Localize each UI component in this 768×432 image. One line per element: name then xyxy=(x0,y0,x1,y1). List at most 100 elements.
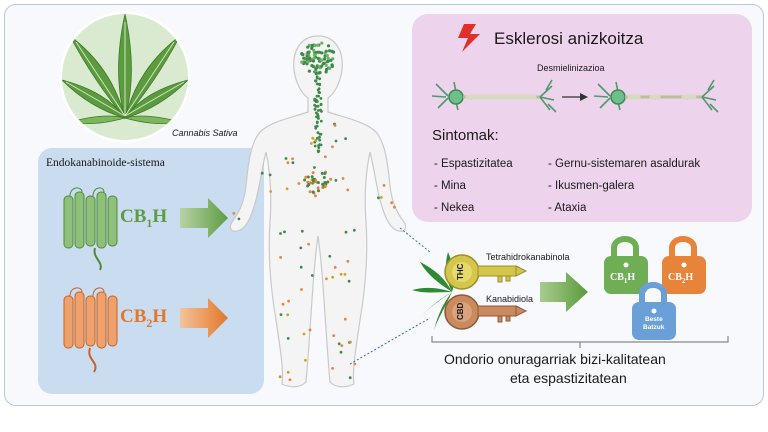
cb1-receptor-protein xyxy=(63,187,118,271)
receptor-dot xyxy=(287,299,290,303)
receptor-dot xyxy=(232,212,236,215)
receptor-dot xyxy=(339,272,343,276)
cb1-lock-sub: 1 xyxy=(623,277,628,285)
cb1-lock-label: CB1H xyxy=(610,272,635,285)
receptor-dot xyxy=(286,370,290,374)
brain-dot xyxy=(320,64,324,68)
receptor-dot xyxy=(328,254,332,258)
receptor-dot xyxy=(331,145,334,149)
spinal-dot xyxy=(318,135,321,139)
brain-dot xyxy=(311,59,315,63)
receptor-dot xyxy=(347,279,351,283)
cannabis-leaf-image xyxy=(59,11,191,143)
spinal-dot xyxy=(315,121,319,125)
spinal-dot xyxy=(319,119,323,123)
spinal-dot xyxy=(318,138,322,142)
receptor-dot xyxy=(314,194,317,198)
receptor-dot xyxy=(237,217,241,221)
brain-dot xyxy=(300,52,304,56)
brain-dot xyxy=(314,72,318,76)
brain-dot xyxy=(306,60,310,64)
receptor-dot xyxy=(334,139,338,143)
spinal-dot xyxy=(316,114,320,118)
brain-dot xyxy=(302,60,306,64)
cb1-label-sub: 1 xyxy=(146,215,153,230)
brain-dot xyxy=(313,43,317,48)
spinal-dot xyxy=(319,97,323,100)
spinal-dot xyxy=(319,143,323,147)
cb1-lock xyxy=(604,236,648,294)
abdomen-dot xyxy=(322,176,326,179)
receptor-dot xyxy=(344,230,348,234)
receptor-dot xyxy=(333,266,337,269)
cb2-receptor-protein xyxy=(63,287,118,373)
brain-dot xyxy=(320,41,324,45)
spinal-dot xyxy=(313,144,317,148)
cb2-lock-base: CB xyxy=(668,272,682,283)
symptom-ataxia: - Ataxia xyxy=(548,202,587,214)
spinal-dot xyxy=(317,91,321,94)
healthy-neuron xyxy=(431,79,557,113)
brain-dot xyxy=(300,60,304,64)
receptor-dot xyxy=(353,362,357,366)
cb2-lock-sub: 2 xyxy=(681,277,686,285)
receptor-dot xyxy=(300,229,304,233)
receptor-dot xyxy=(288,378,292,382)
receptor-dot xyxy=(283,230,286,234)
receptor-dot xyxy=(331,275,335,279)
brain-dot xyxy=(330,63,334,67)
spinal-dot xyxy=(318,83,321,86)
brain-dot xyxy=(315,65,319,70)
receptor-dot xyxy=(311,136,315,140)
receptor-dot xyxy=(269,190,273,193)
spinal-dot xyxy=(316,136,319,140)
receptor-dot xyxy=(382,184,386,187)
cbd-name: Kanabidiola xyxy=(486,294,534,304)
brain-dot xyxy=(325,53,329,58)
receptor-dot xyxy=(341,177,345,180)
receptor-dots xyxy=(232,122,396,382)
abdomen-dot xyxy=(323,185,327,189)
cb1-arrow xyxy=(180,198,228,238)
receptor-dot xyxy=(344,137,347,141)
demyelinated-neuron xyxy=(593,79,719,113)
receptor-dot xyxy=(286,161,290,165)
brain-dot xyxy=(316,43,320,47)
brain-dot xyxy=(328,66,332,70)
receptor-dot xyxy=(390,201,393,205)
spinal-dot xyxy=(313,103,317,107)
cb1-lock-tail: H xyxy=(627,272,636,283)
receptor-dot xyxy=(343,317,347,321)
receptor-dot xyxy=(314,139,318,143)
receptor-dot xyxy=(299,265,303,269)
receptor-dot xyxy=(333,124,337,127)
receptor-dot xyxy=(286,337,290,340)
brain-dot xyxy=(329,58,333,62)
spinal-dot xyxy=(319,132,323,136)
receptor-dot xyxy=(349,340,352,344)
receptor-dot xyxy=(340,344,344,347)
abdomen-dot xyxy=(316,181,320,185)
brain-dot xyxy=(324,63,328,67)
spinal-dot xyxy=(317,149,321,153)
zoom-line-lower xyxy=(349,317,431,365)
cb2-lock xyxy=(662,236,706,294)
receptor-dot xyxy=(300,288,303,291)
brain-dot xyxy=(318,50,322,54)
receptor-dot xyxy=(339,350,343,354)
spinal-dot xyxy=(318,77,322,81)
ms-title: Esklerosi anizkoitza xyxy=(494,29,644,48)
endocannabinoid-panel xyxy=(38,148,264,394)
brain-dot xyxy=(326,44,331,48)
abdomen-dot xyxy=(329,177,333,181)
symptoms-title: Sintomak: xyxy=(432,127,499,144)
outcome-line-1: Ondorio onuragarriak bizi-kalitatean xyxy=(444,351,666,367)
symptom-urinary: - Gernu-sistemaren asaldurak xyxy=(548,158,701,170)
abdomen-dot xyxy=(308,190,312,194)
thc-key-label: THC xyxy=(456,263,465,280)
receptor-dot xyxy=(324,155,327,159)
cbd-key xyxy=(444,294,528,330)
receptor-dot xyxy=(285,187,289,191)
abdomen-dot xyxy=(306,175,310,179)
